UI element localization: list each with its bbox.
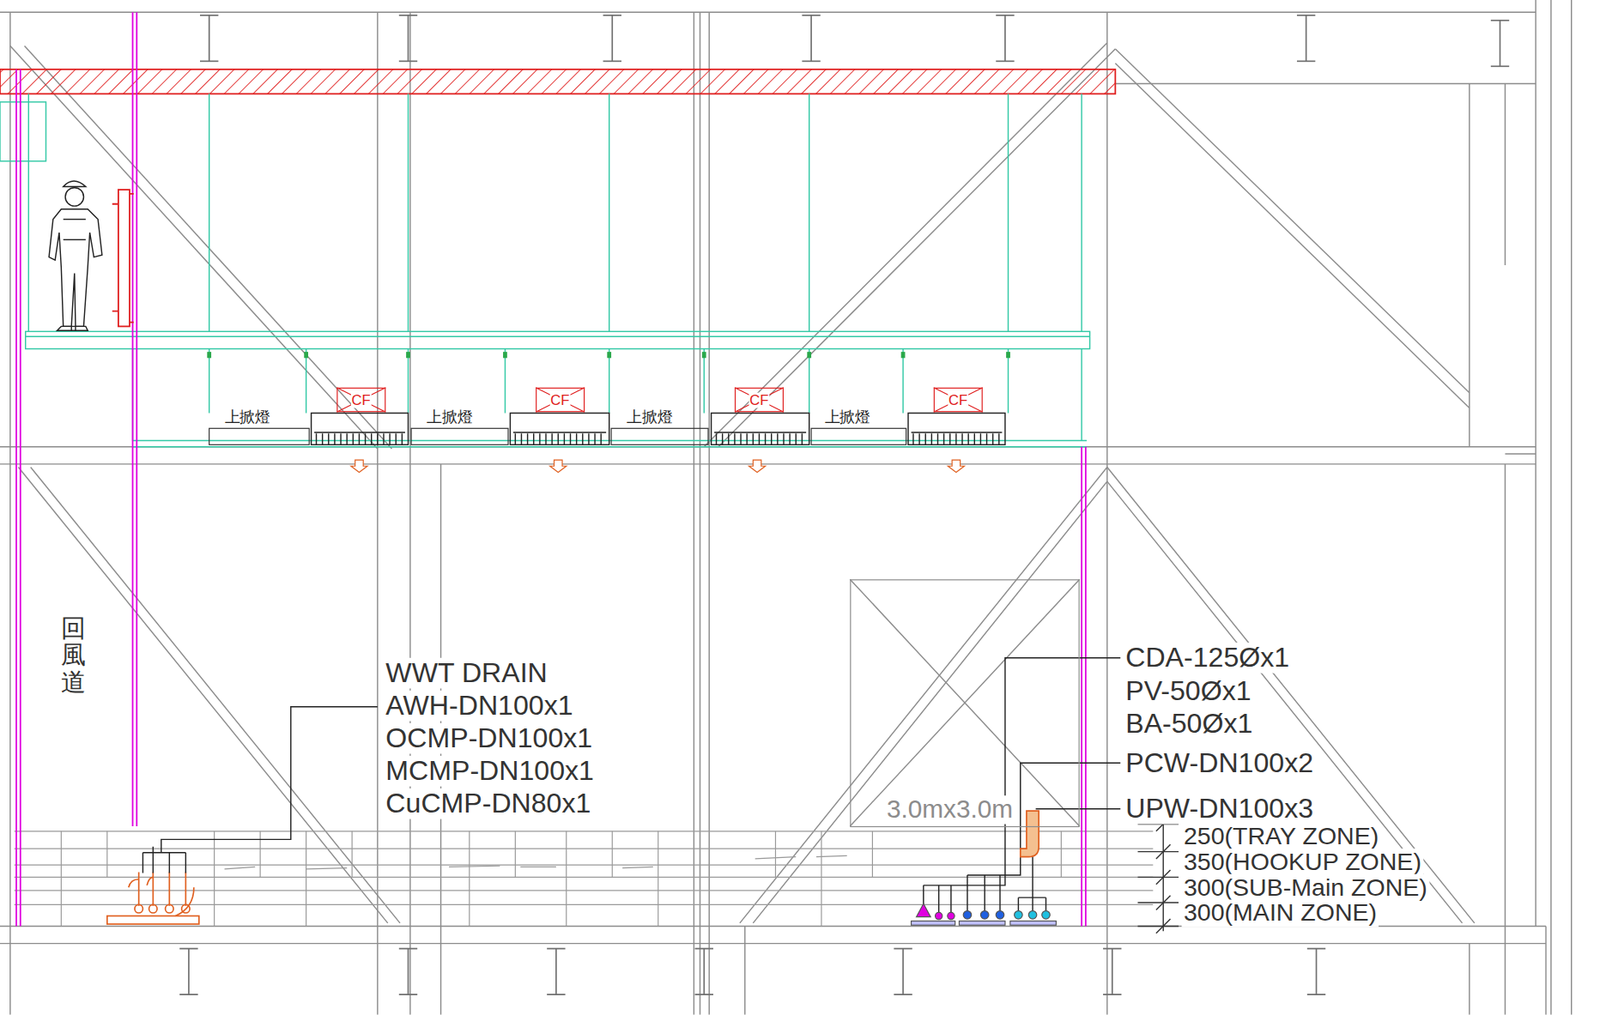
- pipe-spec: CuCMP-DN80x1: [383, 788, 594, 820]
- pipe-spec: PCW-DN100x2: [1123, 747, 1316, 779]
- pipe-spec: CDA-125Øx1: [1123, 642, 1292, 674]
- lamp-label: 上掀燈: [424, 409, 475, 427]
- zone-dimension: 250(TRAY ZONE): [1181, 823, 1382, 851]
- catwalk: [0, 93, 1091, 447]
- pipe-spec: PV-50Øx1: [1123, 675, 1254, 707]
- duct-label: 回風道: [60, 615, 86, 697]
- airflow-arrows: [351, 460, 964, 473]
- i-beams: [179, 15, 1510, 995]
- worker-figure: [48, 181, 103, 331]
- opening-box: 3.0mx3.0m: [849, 579, 1079, 828]
- pipe-spec: MCMP-DN100x1: [383, 756, 596, 788]
- node-text: 3.0mx3.0m: [885, 795, 1014, 825]
- raised-floor: [14, 831, 1154, 928]
- node-text: CF: [549, 392, 571, 408]
- pipe-spec: WWT DRAIN: [383, 658, 550, 690]
- drain-pipes: [107, 872, 200, 925]
- ladder-handle: [112, 189, 134, 327]
- leader-lines: [142, 658, 1121, 914]
- node-text: CF: [947, 392, 970, 408]
- node-text: CF: [350, 392, 372, 408]
- return-air-walls: [16, 12, 1086, 927]
- zone-dimension: 300(MAIN ZONE): [1181, 900, 1380, 928]
- filter-tag: CF: [734, 387, 784, 413]
- filter-tag: CF: [336, 387, 386, 413]
- pipe-spec: BA-50Øx1: [1123, 708, 1255, 740]
- filter-tag: CF: [535, 387, 585, 413]
- dimension-marks: [1137, 817, 1179, 934]
- pipe-spec: OCMP-DN100x1: [383, 723, 595, 755]
- zone-dimension: 300(SUB-Main ZONE): [1181, 874, 1431, 903]
- upw-bend: [1020, 811, 1039, 857]
- hanger-clips: [206, 351, 1011, 358]
- zone-dimension: 350(HOOKUP ZONE): [1181, 848, 1425, 877]
- utility-valves: [911, 903, 1057, 926]
- hatched-beam: [0, 69, 1116, 95]
- pipe-spec: AWH-DN100x1: [383, 690, 576, 722]
- lamp-label: 上掀燈: [624, 409, 675, 427]
- node-text: CF: [748, 392, 770, 408]
- bracing: [10, 42, 1475, 924]
- lamp-fixtures: [209, 428, 907, 445]
- pipe-spec: UPW-DN100x3: [1123, 793, 1316, 825]
- filter-tag: CF: [933, 387, 983, 413]
- lamp-label: 上掀燈: [822, 409, 873, 427]
- lamp-label: 上掀燈: [222, 409, 273, 427]
